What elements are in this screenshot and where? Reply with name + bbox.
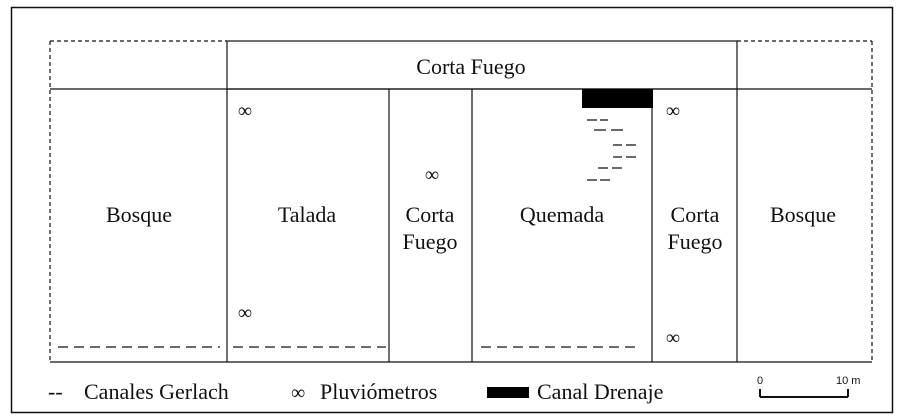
pluviometer-cortafuego-2-top: ∞ xyxy=(666,100,680,122)
zone-label-word: Fuego xyxy=(403,229,458,254)
scale-bar-end: 10 m xyxy=(836,375,860,387)
legend-drain-label: Canal Drenaje xyxy=(537,379,663,404)
legend-gerlach-label: Canales Gerlach xyxy=(84,379,229,404)
legend-drain-swatch xyxy=(487,387,529,398)
outer-frame xyxy=(10,6,894,414)
pluviometer-talada-top: ∞ xyxy=(238,100,252,122)
gerlach-channels-burned xyxy=(587,119,636,181)
gerlach-channels-burned-dashes xyxy=(597,119,626,181)
legend-gerlach-symbol: -- xyxy=(48,379,63,404)
legend-pluviometer-symbol: ∞ xyxy=(291,382,305,404)
zone-label-word: Corta xyxy=(406,202,455,227)
zone-label-bosque-right: Bosque xyxy=(770,202,836,227)
drainage-channel xyxy=(582,89,653,108)
zone-label-word: Corta xyxy=(671,202,720,227)
zone-label-bosque-left: Bosque xyxy=(106,202,172,227)
header-firebreak-label: Corta Fuego xyxy=(416,54,525,79)
pluviometer-talada-bottom: ∞ xyxy=(238,302,252,324)
legend-pluviometer-label: Pluviómetros xyxy=(320,379,437,404)
zone-label-word: Fuego xyxy=(668,229,723,254)
zone-label-talada: Talada xyxy=(278,202,337,227)
pluviometer-cortafuego-1: ∞ xyxy=(425,164,439,186)
pluviometer-cortafuego-2-bottom: ∞ xyxy=(666,327,680,349)
zone-label-quemada: Quemada xyxy=(520,202,605,227)
scale-bar xyxy=(759,389,849,398)
scale-bar-start: 0 xyxy=(757,375,763,387)
